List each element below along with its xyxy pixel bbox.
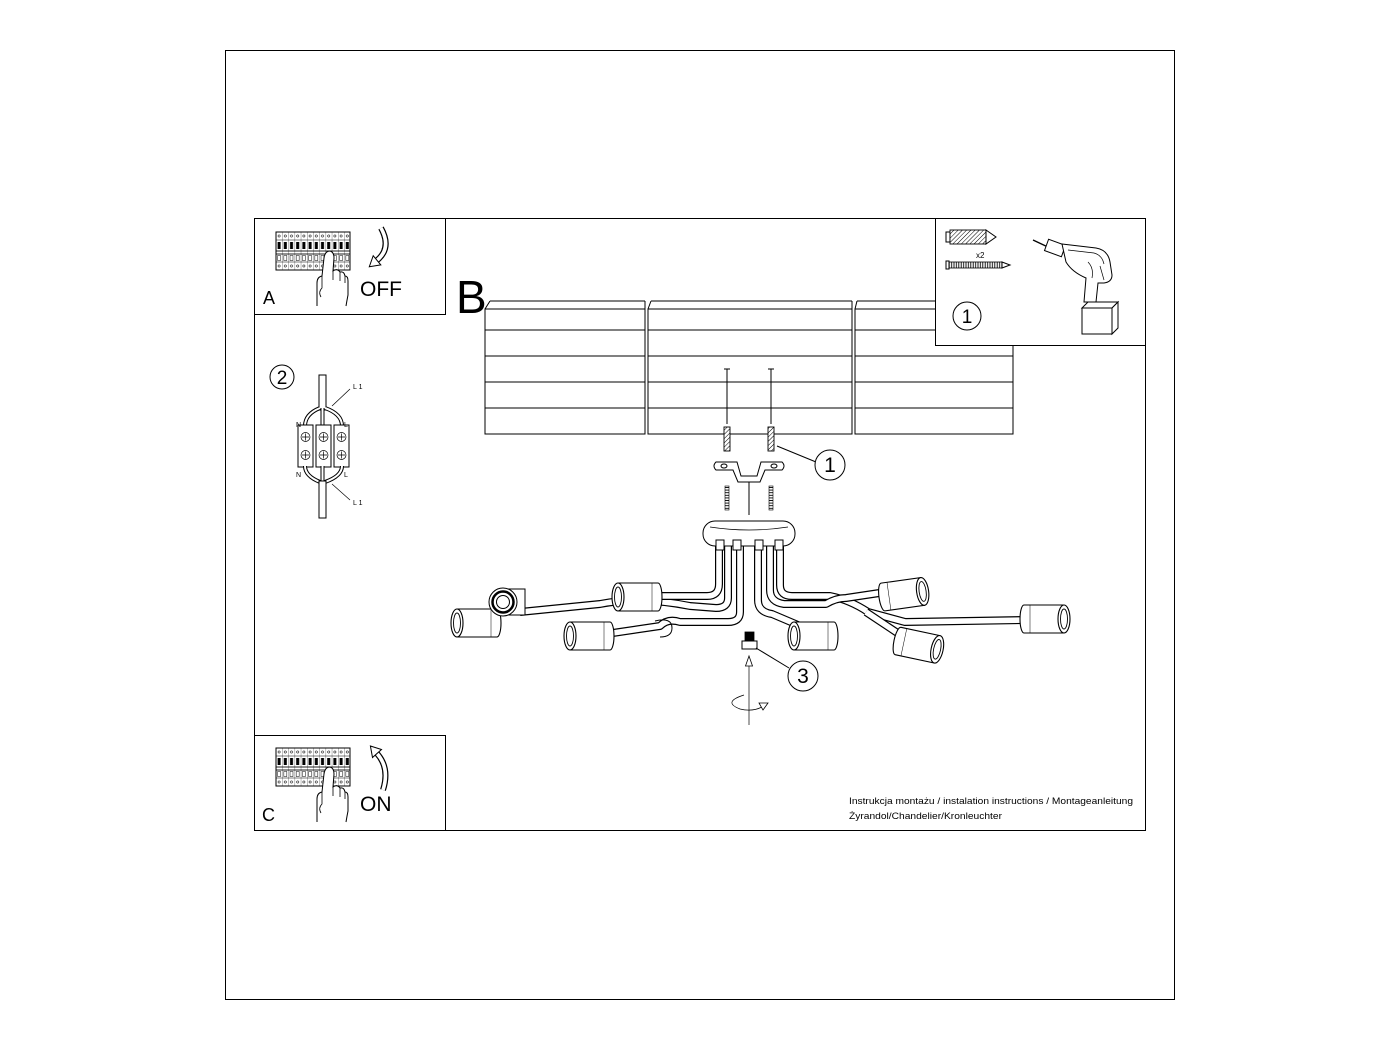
terminal-block-icon bbox=[297, 424, 350, 468]
screw-icon bbox=[945, 260, 1012, 270]
plug-quantity: x2 bbox=[976, 251, 985, 260]
leader-top-live bbox=[331, 388, 351, 407]
step-c-label: C bbox=[262, 805, 275, 825]
wall-plug-left bbox=[723, 426, 731, 452]
fixing-screw-icon bbox=[741, 631, 758, 650]
label-top-live: L 1 bbox=[353, 384, 363, 391]
wall-plug-icon bbox=[945, 229, 997, 245]
screw-callout-leader bbox=[755, 647, 790, 669]
lamp-socket-2 bbox=[488, 587, 526, 617]
screw-callout-number: 3 bbox=[797, 665, 809, 688]
wall-plug-right bbox=[767, 426, 775, 452]
mounting-bracket-icon bbox=[713, 461, 785, 483]
page-border bbox=[225, 50, 1175, 1000]
wiring-number: 2 bbox=[277, 368, 288, 389]
lamp-socket-6 bbox=[1019, 604, 1071, 634]
footer-product: Żyrandol/Chandelier/Kronleuchter bbox=[849, 811, 1002, 822]
label-top-live-short: L bbox=[344, 422, 348, 429]
wire-branches-top bbox=[303, 406, 344, 427]
label-bottom-live: L 1 bbox=[353, 500, 363, 507]
footer-title: Instrukcja montażu / instalation instruc… bbox=[849, 796, 1133, 807]
screw-callout-circle bbox=[787, 660, 819, 692]
breaker-panel-icon bbox=[275, 747, 351, 787]
curved-arrow-down-icon bbox=[368, 226, 389, 268]
lamp-socket-4 bbox=[563, 621, 615, 651]
lamp-sockets bbox=[450, 576, 1071, 665]
label-top-neutral: N bbox=[296, 422, 301, 429]
lamp-cable-bottom bbox=[318, 480, 327, 519]
ceiling-screws bbox=[723, 368, 775, 452]
lamp-socket-7 bbox=[787, 621, 839, 651]
leader-bottom-live bbox=[331, 483, 351, 501]
label-bottom-live-short: L bbox=[344, 472, 348, 479]
step-b-label: B bbox=[456, 271, 487, 323]
bracket-screw-left bbox=[724, 485, 730, 511]
tools-panel: x2 1 bbox=[935, 218, 1146, 346]
step-c-action: ON bbox=[360, 793, 392, 816]
step-a-panel: A OFF bbox=[254, 218, 446, 315]
bracket-callout-number: 1 bbox=[824, 454, 836, 477]
arm-hook bbox=[654, 619, 673, 638]
wiring-number-circle bbox=[269, 364, 295, 390]
chandelier-arms bbox=[520, 540, 1026, 637]
curved-arrow-up-icon bbox=[369, 745, 389, 791]
tools-number: 1 bbox=[962, 307, 973, 328]
step-a-label: A bbox=[263, 288, 275, 308]
drill-icon bbox=[1032, 238, 1120, 336]
bracket-callout-leader bbox=[776, 445, 817, 463]
ceiling-column-2 bbox=[647, 308, 853, 435]
ceiling-column-1 bbox=[484, 308, 646, 435]
ceiling-panels bbox=[484, 300, 1014, 435]
supply-cable-top bbox=[318, 374, 327, 411]
wire-branches-bottom bbox=[303, 465, 344, 484]
bracket-screw-right bbox=[768, 485, 774, 511]
step-a-action: OFF bbox=[360, 278, 402, 301]
tools-number-circle bbox=[952, 301, 982, 331]
lamp-socket-1 bbox=[450, 608, 502, 638]
step-c-panel: C ON bbox=[254, 735, 446, 831]
ceiling-canopy bbox=[702, 520, 796, 551]
bracket-callout-circle bbox=[814, 449, 846, 481]
lamp-socket-3 bbox=[611, 582, 663, 612]
label-bottom-neutral: N bbox=[296, 472, 301, 479]
wiring-diagram: 2 bbox=[269, 364, 363, 519]
rotation-arrow-icon bbox=[731, 654, 769, 725]
breaker-panel-icon bbox=[275, 231, 351, 271]
